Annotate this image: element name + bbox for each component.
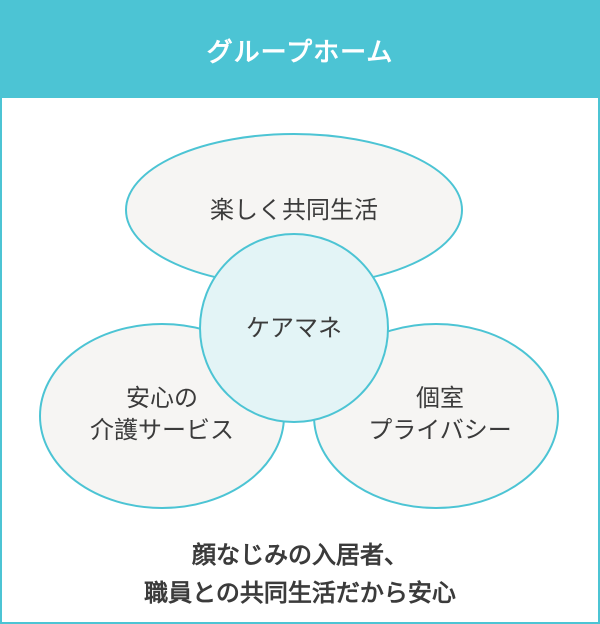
right-circle-label: 個室 プライバシー xyxy=(320,382,560,446)
footer-line2: 職員との共同生活だから安心 xyxy=(144,579,456,607)
center-circle xyxy=(199,233,389,423)
center-circle-label: ケアマネ xyxy=(246,314,342,342)
footer-line1: 顔なじみの入居者、 xyxy=(192,541,408,569)
top-circle-label: 楽しく共同生活 xyxy=(210,196,378,224)
right-circle-label-line2: プライバシー xyxy=(368,416,512,444)
left-circle-label: 安心の 介護サービス xyxy=(42,382,282,446)
footer-caption: 顔なじみの入居者、 職員との共同生活だから安心 xyxy=(2,536,598,612)
header-title: グループホーム xyxy=(2,2,598,98)
left-circle-label-line1: 安心の xyxy=(126,384,198,412)
left-circle-label-line2: 介護サービス xyxy=(90,416,234,444)
right-circle-label-line1: 個室 xyxy=(416,384,464,412)
